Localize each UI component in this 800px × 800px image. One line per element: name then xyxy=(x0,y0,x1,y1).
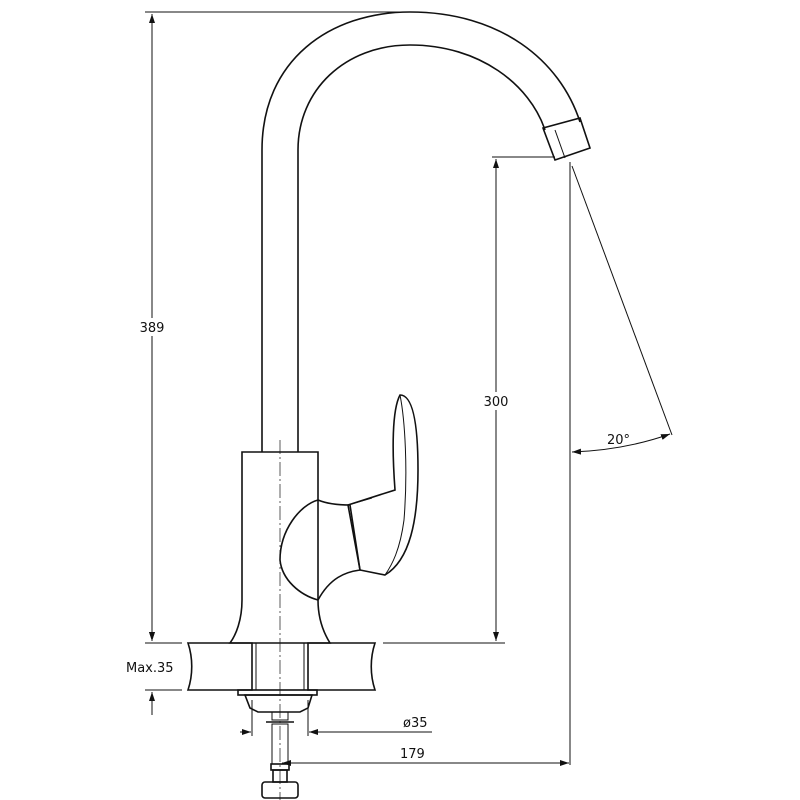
dimension-counter-thickness: Max.35 xyxy=(126,620,182,715)
spout xyxy=(261,11,592,452)
dimension-389-label: 389 xyxy=(140,321,165,336)
dimension-spout-reach: 179 xyxy=(282,747,569,766)
hose-nut xyxy=(261,781,299,799)
dimension-300-label: 300 xyxy=(484,395,509,410)
dimension-o35-label: ø35 xyxy=(403,716,428,731)
faucet-body xyxy=(228,394,419,644)
dimension-total-height: 389 xyxy=(136,11,505,644)
handle-lever xyxy=(347,394,419,576)
dimension-179-label: 179 xyxy=(400,747,425,762)
countertop-section xyxy=(186,642,377,799)
dimension-20deg-label: 20° xyxy=(607,433,630,448)
dimension-spout-height: 300 xyxy=(480,156,555,641)
mounting-nut xyxy=(243,694,314,713)
dimension-hole-diameter: ø35 xyxy=(240,700,432,736)
spout-nozzle xyxy=(541,117,592,162)
dimension-angle: 20° xyxy=(569,162,673,765)
dimension-max35-label: Max.35 xyxy=(126,661,174,676)
